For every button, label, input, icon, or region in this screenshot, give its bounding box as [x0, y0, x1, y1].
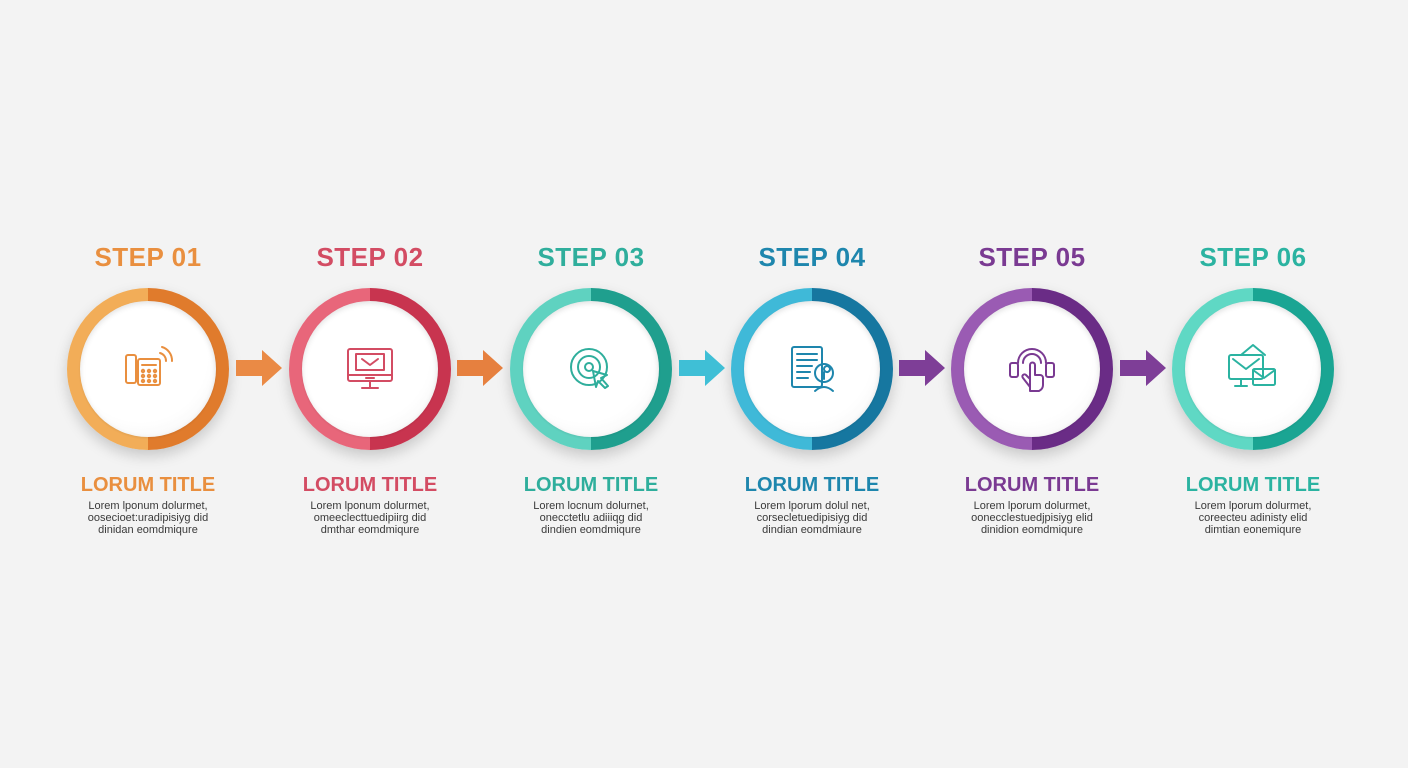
step-ring: [731, 288, 893, 450]
step-label: STEP 02: [316, 242, 424, 272]
arrow-right-icon: [236, 350, 282, 386]
step-3: STEP 03 LORUM TITLE Lorem locnum dolurne…: [481, 0, 701, 768]
step-title: LORUM TITLE: [1185, 474, 1321, 496]
step-label: STEP 04: [758, 242, 866, 272]
step-6: STEP 06 LORUM TITLE Lorem lporum dolurme…: [1143, 0, 1363, 768]
arrow-right-icon: [679, 350, 725, 386]
step-1: STEP 01 LORUM TITLE Lorem lponum dolurme…: [38, 0, 258, 768]
step-ring: [951, 288, 1113, 450]
step-4: STEP 04 LORUM TITLE Lorem lpor: [702, 0, 922, 768]
step-title: LORUM TITLE: [744, 474, 880, 496]
step-description: Lorem lponum dolurmet, oosecioet:uradipi…: [87, 500, 209, 536]
step-label: STEP 05: [978, 242, 1086, 272]
step-ring: [510, 288, 672, 450]
arrow-right-icon: [1120, 350, 1166, 386]
monitor-envelope-icon: [1225, 341, 1281, 397]
arrow-right-icon: [899, 350, 945, 386]
step-ring: [289, 288, 451, 450]
step-description: Lorem lporum dolurmet, oonecclestuedjpis…: [971, 500, 1093, 536]
step-title: LORUM TITLE: [523, 474, 659, 496]
arrow-right-icon: [457, 350, 503, 386]
step-title: LORUM TITLE: [964, 474, 1100, 496]
step-description: Lorem lporum dolurmet, coreecteu adinist…: [1194, 500, 1312, 536]
step-5: STEP 05 LORUM TITLE Lorem lporum dolurme…: [922, 0, 1142, 768]
phone-keypad-icon: [120, 341, 176, 397]
step-label: STEP 06: [1199, 242, 1307, 272]
step-label: STEP 03: [537, 242, 645, 272]
target-cursor-icon: [563, 341, 619, 397]
touch-signal-icon: [1004, 341, 1060, 397]
step-description: Lorem lporum dolul net, corsecletuedipis…: [754, 500, 870, 536]
step-ring: [1172, 288, 1334, 450]
step-label: STEP 01: [94, 242, 202, 272]
document-pin-icon: [784, 341, 840, 397]
monitor-mail-icon: [342, 341, 398, 397]
step-title: LORUM TITLE: [302, 474, 438, 496]
step-ring: [67, 288, 229, 450]
step-description: Lorem locnum dolurnet, onecctetlu adiiiq…: [533, 500, 649, 536]
step-title: LORUM TITLE: [80, 474, 216, 496]
step-2: STEP 02 LORUM TITLE Lorem lponum dolurme…: [260, 0, 480, 768]
step-description: Lorem lponum dolurmet, omeeclecttuedipii…: [310, 500, 430, 536]
